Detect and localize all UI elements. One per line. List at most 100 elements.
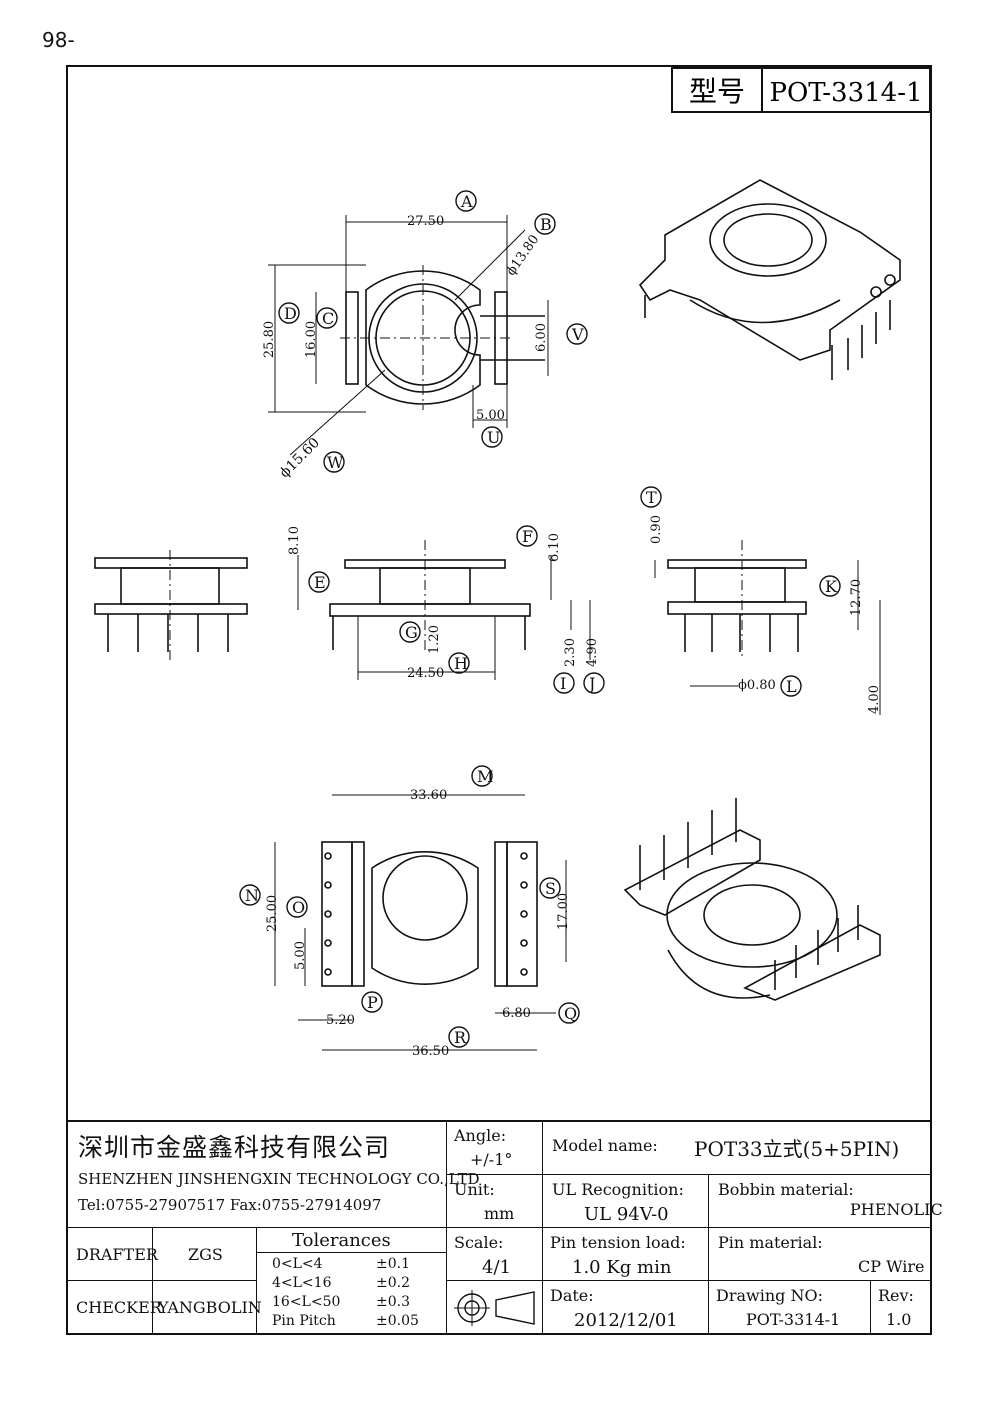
label-b: B <box>540 215 552 234</box>
label-d: D <box>284 304 297 323</box>
side-view-left <box>94 550 248 660</box>
dim-width-top: 27.50 <box>407 214 445 229</box>
tb-row-2 <box>66 1227 932 1228</box>
label-c: C <box>322 309 335 328</box>
label-m: M <box>477 767 494 786</box>
tol-value-1: ±0.1 <box>376 1256 410 1272</box>
side-view-right <box>654 540 881 715</box>
tb-col-3 <box>708 1174 709 1335</box>
bobbin-material-label: Bobbin material: <box>718 1180 854 1199</box>
dim-top-flange: 6.10 <box>546 533 562 562</box>
dim-left-bottom: 5.20 <box>326 1013 355 1028</box>
drawing-no-value: POT-3314-1 <box>746 1310 841 1329</box>
pin-tension-value: 1.0 Kg min <box>572 1257 672 1278</box>
label-bubbles <box>239 190 841 1048</box>
tol-value-2: ±0.2 <box>376 1275 410 1291</box>
rev-label: Rev: <box>878 1286 914 1305</box>
model-header: 型号 POT-3314-1 <box>671 67 931 113</box>
drafter-value: ZGS <box>188 1245 223 1264</box>
dim-pin-dia: ϕ0.80 <box>738 678 776 693</box>
unit-value: mm <box>484 1204 515 1223</box>
dim-flange: 16.00 <box>304 320 320 359</box>
tb-row-3 <box>446 1280 932 1281</box>
tb-row-3b <box>66 1280 256 1281</box>
rev-value: 1.0 <box>886 1310 912 1329</box>
model-name-value: POT33立式(5+5PIN) <box>694 1137 900 1161</box>
model-header-number: POT-3314-1 <box>769 78 922 108</box>
tolerances-label: Tolerances <box>292 1230 391 1251</box>
label-l: L <box>786 677 797 696</box>
unit-label: Unit: <box>454 1180 495 1199</box>
label-h: H <box>454 654 468 673</box>
drawing-no-label: Drawing NO: <box>716 1286 823 1305</box>
drafter-label: DRAFTER <box>76 1245 158 1264</box>
dim-base: 24.50 <box>407 666 445 681</box>
dim-tab: 5.00 <box>476 408 505 423</box>
dim-height-top: 25.80 <box>262 320 278 359</box>
tol-range-3: 16<L<50 <box>272 1294 341 1310</box>
tol-range-2: 4<L<16 <box>272 1275 332 1291</box>
company-contact: Tel:0755-27907517 Fax:0755-27914097 <box>78 1196 382 1214</box>
page-number-mark: 98- <box>42 28 75 52</box>
projection-symbol-icon <box>454 1290 535 1326</box>
dim-pin-len: 4.00 <box>866 685 882 714</box>
dim-width-bottom: 33.60 <box>410 788 448 803</box>
tb-row-1b <box>446 1174 542 1175</box>
isometric-view-top <box>638 179 901 380</box>
tb-tol-sep <box>256 1227 257 1335</box>
company-name-cn: 深圳市金盛鑫科技有限公司 <box>78 1133 391 1162</box>
dim-gap: 1.20 <box>426 625 442 654</box>
tb-row-1 <box>542 1174 932 1175</box>
label-s: S <box>545 879 556 898</box>
label-j: J <box>589 674 596 693</box>
model-name-label: Model name: <box>552 1136 658 1155</box>
angle-value: +/-1° <box>470 1150 513 1169</box>
label-t: T <box>646 488 657 507</box>
dim-slot: 6.00 <box>533 323 549 352</box>
tol-value-4: ±0.05 <box>376 1313 419 1329</box>
model-header-label: 型号 <box>689 75 745 108</box>
pin-tension-label: Pin tension load: <box>550 1233 686 1252</box>
label-q: Q <box>564 1004 578 1023</box>
angle-label: Angle: <box>454 1126 507 1145</box>
checker-value: YANGBOLIN <box>158 1298 262 1317</box>
label-g: G <box>405 623 418 642</box>
dim-height-bottom: 25.00 <box>265 894 281 933</box>
tol-range-4: Pin Pitch <box>272 1313 336 1329</box>
tb-drafter-sep <box>152 1227 153 1335</box>
ul-label: UL Recognition: <box>552 1180 684 1199</box>
label-a: A <box>461 192 473 211</box>
dim-pitch: 5.00 <box>292 941 308 970</box>
tb-col-4 <box>870 1280 871 1335</box>
dim-pin-a: 2.30 <box>562 638 578 667</box>
dim-right-h: 12.70 <box>849 578 865 617</box>
date-label: Date: <box>550 1286 594 1305</box>
dim-overall: 36.50 <box>412 1044 450 1059</box>
side-view-center <box>297 540 591 680</box>
dim-total-h: 8.10 <box>286 526 302 555</box>
label-n: N <box>245 886 259 905</box>
dim-pin-b: 4.90 <box>584 638 600 667</box>
ul-value: UL 94V-0 <box>584 1204 669 1225</box>
company-name-en: SHENZHEN JINSHENGXIN TECHNOLOGY CO.,LTD <box>78 1170 480 1188</box>
label-w: W <box>327 453 344 472</box>
pin-material-label: Pin material: <box>718 1233 823 1252</box>
label-f: F <box>522 527 534 546</box>
date-value: 2012/12/01 <box>574 1310 678 1331</box>
top-view <box>268 215 549 456</box>
tol-value-3: ±0.3 <box>376 1294 410 1310</box>
isometric-view-bottom <box>623 798 881 1001</box>
label-u: U <box>487 428 501 447</box>
dim-right-bottom: 6.80 <box>502 1006 531 1021</box>
tb-tol-row <box>256 1252 446 1253</box>
label-o: O <box>292 898 306 917</box>
pin-material-value: CP Wire <box>858 1257 925 1276</box>
label-v: V <box>572 325 584 344</box>
scale-label: Scale: <box>454 1233 504 1252</box>
bobbin-material-value: PHENOLIC <box>850 1200 943 1219</box>
dim-slot-bottom: 17.00 <box>556 892 572 931</box>
bottom-view <box>274 794 567 1051</box>
checker-label: CHECKER <box>76 1298 162 1317</box>
label-i: I <box>560 674 567 693</box>
